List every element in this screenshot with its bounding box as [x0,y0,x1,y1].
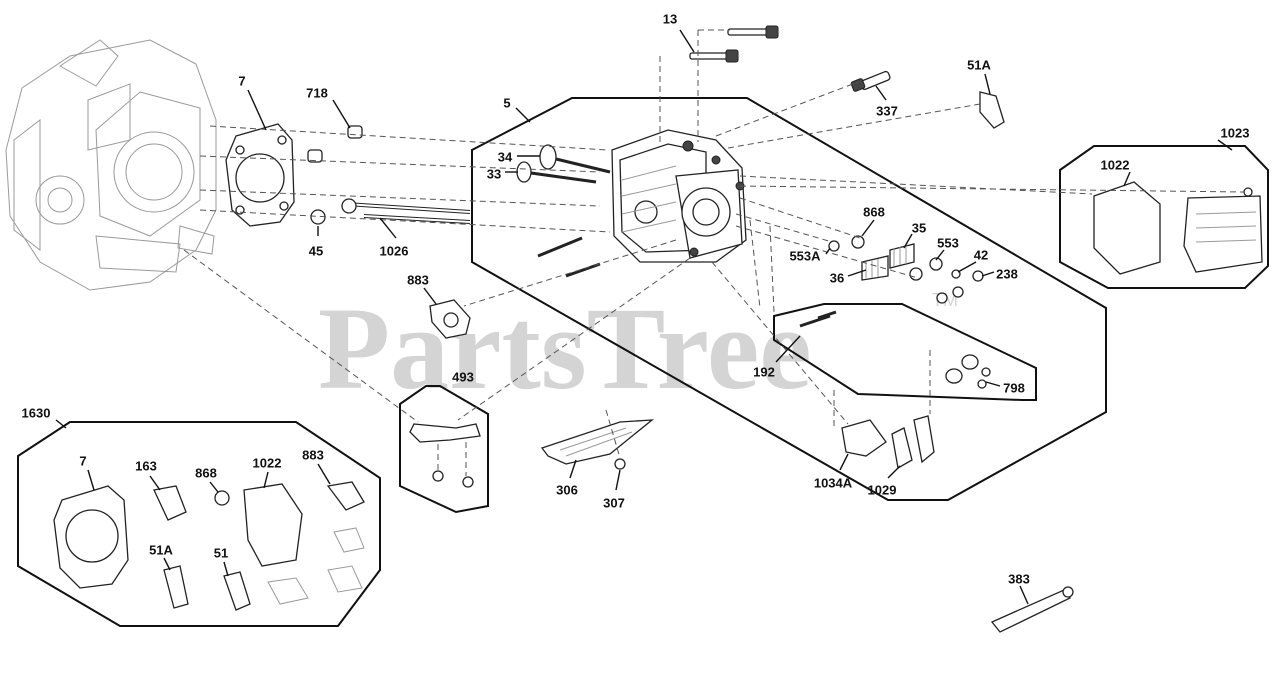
shield-screw-307 [614,458,626,470]
push-rods [345,202,471,224]
callout-label: 337 [876,103,898,118]
callout-label: 1630 [22,405,51,420]
callout-label: 306 [556,482,578,497]
callout-label: 51A [149,542,173,557]
heat-shield-306 [540,419,654,465]
leader-lines [55,29,1233,605]
callout-label: 5 [503,95,510,110]
assembly-lines [183,29,1245,476]
valve-train-parts [828,235,984,304]
bracket-group-frame [399,385,489,514]
callout-label: 51A [967,57,991,72]
head-gasket [225,123,295,227]
head-bolts [689,25,779,63]
rocker-studs [799,310,991,389]
stud-1 [537,236,583,258]
cylinder-head [611,129,747,263]
gasket-kit-frame [17,421,381,627]
bracket-493 [409,423,481,488]
callout-label: 238 [996,266,1018,281]
valves [516,144,611,184]
callout-label: 553 [937,235,959,250]
callout-label: 1034A [814,475,853,490]
rocker-arms [841,415,935,470]
stud-2 [565,262,601,278]
callout-label: 493 [452,369,474,384]
spark-plug [850,70,891,92]
callout-label: 883 [302,447,324,462]
valve-cover-assembly-frame [1059,145,1269,289]
callout-label: 1022 [253,455,282,470]
engine-crankcase-ghost [5,39,217,291]
callout-label: 383 [1008,571,1030,586]
callout-labels: 13 7 718 5 337 51A 1023 1022 34 33 868 35 553 553A 42 2… [22,11,1250,586]
dowel-pin-lower [307,149,323,163]
callout-label: 7 [79,453,86,468]
callout-label: 1023 [1221,125,1250,140]
callout-label: 34 [498,149,513,164]
callout-label: 798 [1003,380,1025,395]
intake-gasket-hole [443,312,459,328]
callout-label: 42 [974,247,988,262]
callout-label: 1026 [380,243,409,258]
callout-label: 1029 [868,482,897,497]
valve-cover [1093,181,1263,275]
watermark-text: PartsTree [318,283,812,414]
callout-label: 718 [306,85,328,100]
callout-label: 13 [663,11,677,26]
exhaust-gasket-51a [979,91,1005,129]
callout-label: 35 [912,220,926,235]
callout-label: 868 [863,204,885,219]
wrench-tool-383 [990,586,1074,633]
callout-label: 7 [238,73,245,88]
lifter-1 [341,198,357,214]
callout-label: 1022 [1101,157,1130,172]
callout-label: 163 [135,458,157,473]
callout-label: 51 [214,545,228,560]
callout-label: 868 [195,465,217,480]
callout-label: 307 [603,495,625,510]
callout-label: 192 [753,364,775,379]
heat-shield-ribs [559,427,633,457]
callout-label: 883 [407,272,429,287]
callout-label: 553A [789,248,821,263]
rocker-arm-group-frame [773,303,1037,401]
cylinder-head-assembly-frame [471,97,1107,501]
callout-label: 33 [487,166,501,181]
callout-label: 36 [830,270,844,285]
gasket-kit-parts [53,481,365,611]
callout-label: 45 [309,243,323,258]
